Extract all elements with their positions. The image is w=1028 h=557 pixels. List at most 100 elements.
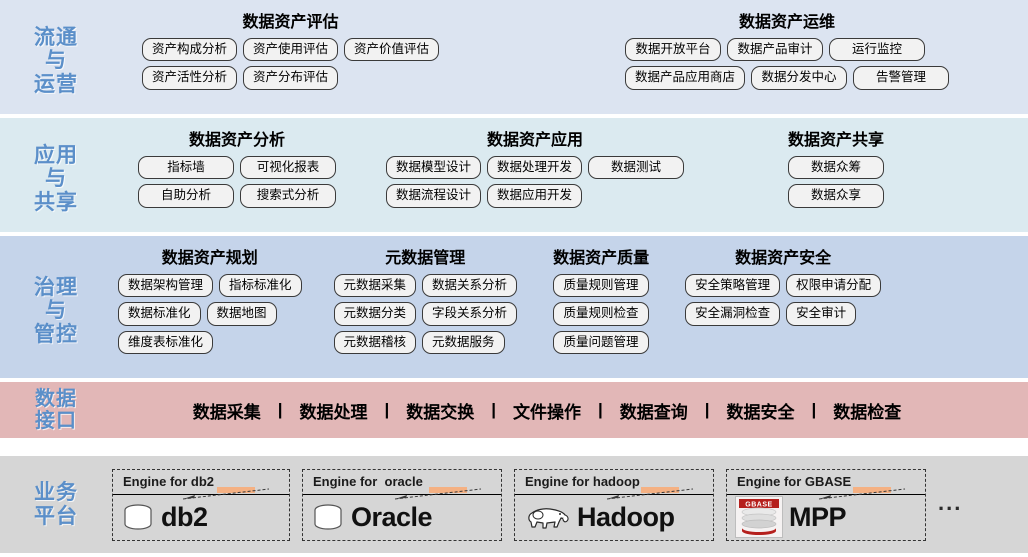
pill-item[interactable]: 质量规则管理 — [553, 274, 650, 298]
group-data-asset-security: 数据资产安全 安全策略管理 权限申请分配 安全漏洞检查 安全审计 — [685, 244, 882, 326]
band-label-line: 应用 — [34, 143, 78, 167]
pill-item[interactable]: 数据模型设计 — [386, 156, 482, 180]
pill-item[interactable]: 告警管理 — [853, 66, 950, 90]
pill-item[interactable]: 资产活性分析 — [142, 66, 238, 90]
pill-item[interactable]: 质量问题管理 — [553, 330, 650, 355]
pill-item[interactable]: 资产价值评估 — [344, 38, 440, 62]
pill-item[interactable]: 元数据采集 — [333, 274, 417, 298]
pill-item[interactable]: 运行监控 — [829, 38, 926, 62]
band-business-platform: 业务 平台 Engine for db2 — [0, 456, 1028, 553]
band-label-application-sharing: 应用 与 共享 — [0, 126, 112, 232]
band-label-line: 平台 — [34, 504, 78, 528]
pill-item[interactable]: 安全审计 — [786, 302, 857, 326]
pill-item[interactable]: 资产分布评估 — [243, 66, 339, 90]
interface-item[interactable]: 数据安全 — [726, 402, 795, 422]
gbase-logo-icon: GBASE — [735, 496, 783, 538]
engine-header-label: Engine for oracle — [313, 474, 423, 489]
interface-item[interactable]: 数据查询 — [619, 402, 688, 422]
interface-item[interactable]: 数据处理 — [299, 402, 368, 422]
interface-item[interactable]: 数据采集 — [192, 402, 261, 422]
data-interface-item-list: 数据采集 | 数据处理 | 数据交换 | 文件操作 | 数据查询 | 数据安全 … — [182, 398, 913, 423]
pill-item[interactable]: 数据测试 — [588, 156, 685, 180]
pill-item[interactable]: 数据处理开发 — [487, 156, 583, 180]
interface-item[interactable]: 数据检查 — [833, 402, 902, 422]
band-application-sharing: 应用 与 共享 数据资产分析 指标墙 可视化报表 自助分析 搜索式分析 — [0, 118, 1028, 232]
pill-item[interactable]: 数据标准化 — [118, 302, 201, 326]
interface-separator: | — [598, 400, 603, 419]
band-label-line: 治理 — [34, 275, 78, 299]
pill-item[interactable]: 数据应用开发 — [487, 184, 583, 208]
band-body-governance-control: 数据资产规划 数据架构管理 指标标准化 数据标准化 数据地图 维度表标准化 — [112, 244, 1028, 378]
band-label-line: 业务 — [34, 480, 78, 504]
group-data-asset-application: 数据资产应用 数据模型设计 数据处理开发 数据测试 数据流程设计 数据应用开发 — [386, 126, 685, 208]
engine-name: MPP — [789, 501, 847, 532]
band-circulation-operation: 流通 与 运营 数据资产评估 资产构成分析 资产使用评估 资产价值评估 资产活性… — [0, 0, 1028, 114]
group-title: 数据资产规划 — [161, 250, 258, 267]
pill-item[interactable]: 安全策略管理 — [685, 274, 781, 298]
pill-item[interactable]: 数据架构管理 — [118, 274, 214, 298]
pill-item[interactable]: 数据地图 — [206, 302, 277, 326]
interface-separator: | — [277, 400, 283, 419]
more-engines-ellipsis: ... — [938, 489, 963, 515]
pill-item[interactable]: 可视化报表 — [240, 156, 336, 180]
engine-card-body: Hadoop — [515, 495, 713, 540]
pill-item[interactable]: 元数据服务 — [422, 330, 505, 355]
interface-item[interactable]: 文件操作 — [513, 402, 581, 422]
engine-card-body: db2 — [113, 495, 289, 540]
group-title: 数据资产运维 — [739, 14, 836, 31]
pill-item[interactable]: 元数据稽核 — [333, 330, 417, 355]
band-body-business-platform: Engine for db2 db2 — [112, 456, 1028, 553]
group-title: 数据资产安全 — [735, 250, 832, 267]
pill-item[interactable]: 质量规则检查 — [553, 302, 650, 326]
engine-card-gbase[interactable]: Engine for GBASE GBASE — [726, 468, 926, 541]
pill-item[interactable]: 安全漏洞检查 — [685, 302, 781, 326]
pill-item[interactable]: 维度表标准化 — [118, 330, 214, 355]
pill-item[interactable]: 数据众筹 — [788, 156, 885, 180]
engine-header-label: Engine for db2 — [123, 474, 214, 489]
group-data-asset-evaluation: 数据资产评估 资产构成分析 资产使用评估 资产价值评估 资产活性分析 资产分布评… — [142, 8, 440, 90]
group-title: 数据资产共享 — [788, 132, 885, 149]
pill-item[interactable]: 指标墙 — [138, 156, 234, 180]
pill-item[interactable]: 资产使用评估 — [243, 38, 339, 62]
band-label-line: 管控 — [34, 322, 78, 346]
pill-item[interactable]: 数据产品应用商店 — [625, 66, 746, 90]
group-title: 数据资产分析 — [188, 132, 285, 149]
interface-separator: | — [384, 400, 390, 419]
pill-item[interactable]: 数据关系分析 — [422, 274, 518, 298]
band-data-interface: 数据 接口 数据采集 | 数据处理 | 数据交换 | 文件操作 | 数据查询 |… — [0, 382, 1028, 438]
pill-item[interactable]: 数据流程设计 — [386, 184, 482, 208]
pill-item[interactable]: 资产构成分析 — [142, 38, 238, 62]
pill-item[interactable]: 数据开放平台 — [625, 38, 722, 62]
pill-item[interactable]: 字段关系分析 — [422, 302, 518, 326]
engine-card-body: GBASE MPP — [727, 495, 925, 540]
band-label-line: 共享 — [34, 190, 78, 214]
svg-text:GBASE: GBASE — [745, 502, 772, 509]
interface-separator: | — [491, 400, 496, 419]
pill-item[interactable]: 数据分发中心 — [751, 66, 848, 90]
interface-item[interactable]: 数据交换 — [406, 402, 475, 422]
group-title: 数据资产质量 — [553, 250, 650, 267]
pill-item[interactable]: 权限申请分配 — [786, 274, 882, 298]
pill-item[interactable]: 数据众享 — [788, 184, 885, 208]
band-body-circulation-operation: 数据资产评估 资产构成分析 资产使用评估 资产价值评估 资产活性分析 资产分布评… — [112, 8, 1028, 114]
band-label-circulation-operation: 流通 与 运营 — [0, 8, 112, 114]
pill-item[interactable]: 自助分析 — [138, 184, 234, 208]
pill-item[interactable]: 数据产品审计 — [727, 38, 824, 62]
cylinder-icon — [314, 504, 342, 530]
interface-separator: | — [704, 400, 710, 419]
engine-card-header: Engine for db2 — [113, 470, 289, 499]
engine-card-oracle[interactable]: Engine for oracle Oracle — [302, 468, 502, 541]
group-metadata-management: 元数据管理 元数据采集 数据关系分析 元数据分类 字段关系分析 元数据稽核 元数… — [333, 244, 518, 355]
pill-item[interactable]: 搜索式分析 — [240, 184, 336, 208]
pill-item[interactable]: 指标标准化 — [219, 274, 302, 298]
group-title: 数据资产应用 — [487, 132, 584, 149]
engine-card-db2[interactable]: Engine for db2 db2 — [112, 468, 290, 541]
band-label-data-interface: 数据 接口 — [0, 382, 112, 438]
group-data-asset-planning: 数据资产规划 数据架构管理 指标标准化 数据标准化 数据地图 维度表标准化 — [118, 244, 302, 355]
band-label-line: 与 — [45, 299, 67, 323]
band-label-line: 运营 — [34, 72, 78, 96]
group-data-asset-sharing: 数据资产共享 数据众筹 数据众享 — [788, 126, 884, 208]
engine-card-hadoop[interactable]: Engine for hadoop Hadoop — [514, 468, 714, 541]
pill-item[interactable]: 元数据分类 — [333, 302, 417, 326]
